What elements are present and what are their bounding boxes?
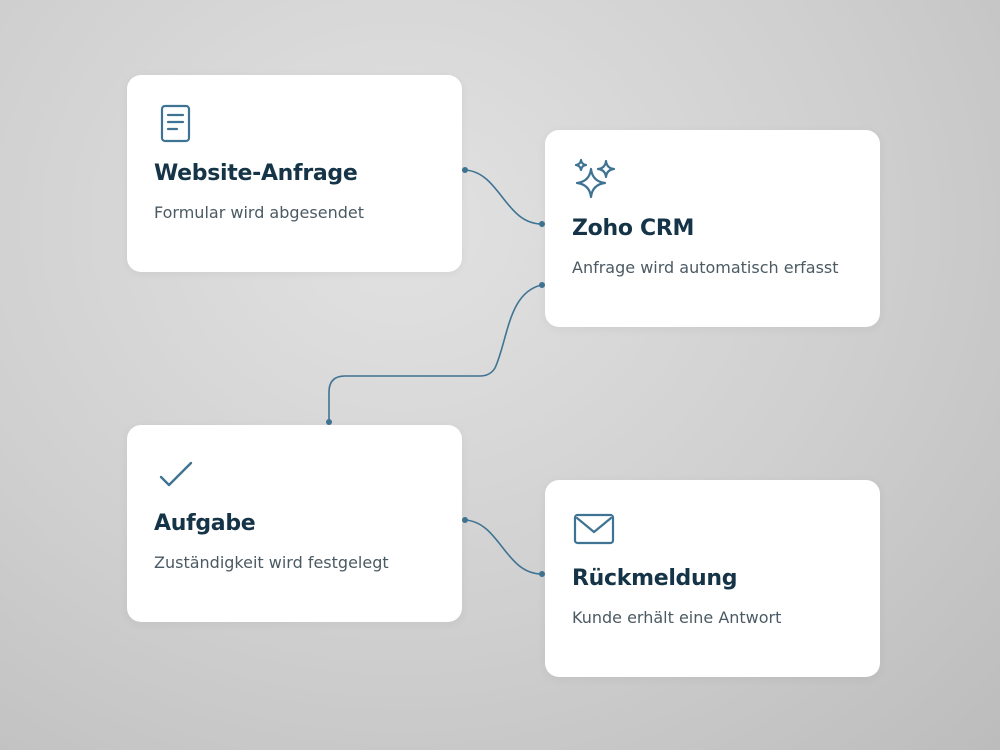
- step-card-aufgabe: Aufgabe Zuständigkeit wird festgelegt: [127, 425, 462, 622]
- step-card-rueckmeldung: Rückmeldung Kunde erhält eine Antwort: [545, 480, 880, 677]
- checkmark-icon: [154, 453, 200, 499]
- connector-dot: [539, 571, 545, 577]
- connector-dot: [462, 517, 468, 523]
- connector-zoho-to-aufgabe: [328, 284, 543, 423]
- step-description: Kunde erhält eine Antwort: [572, 608, 782, 627]
- step-description: Formular wird abgesendet: [154, 203, 364, 222]
- connector-dot: [462, 167, 468, 173]
- document-icon: [154, 103, 200, 149]
- envelope-icon: [572, 508, 618, 554]
- step-title: Aufgabe: [154, 511, 256, 536]
- step-card-zoho-crm: Zoho CRM Anfrage wird automatisch erfass…: [545, 130, 880, 327]
- step-title: Website-Anfrage: [154, 161, 358, 186]
- step-title: Rückmeldung: [572, 566, 738, 591]
- connector-dot: [539, 221, 545, 227]
- step-title: Zoho CRM: [572, 216, 695, 241]
- connector-dot: [539, 282, 545, 288]
- step-card-website-anfrage: Website-Anfrage Formular wird abgesendet: [127, 75, 462, 272]
- step-description: Zuständigkeit wird festgelegt: [154, 553, 389, 572]
- connector-aufgabe-to-rueckmeldung: [464, 519, 543, 575]
- connector-dot: [326, 419, 332, 425]
- step-description: Anfrage wird automatisch erfasst: [572, 258, 839, 277]
- sparkles-icon: [572, 158, 618, 204]
- connector-website-to-zoho: [464, 169, 543, 225]
